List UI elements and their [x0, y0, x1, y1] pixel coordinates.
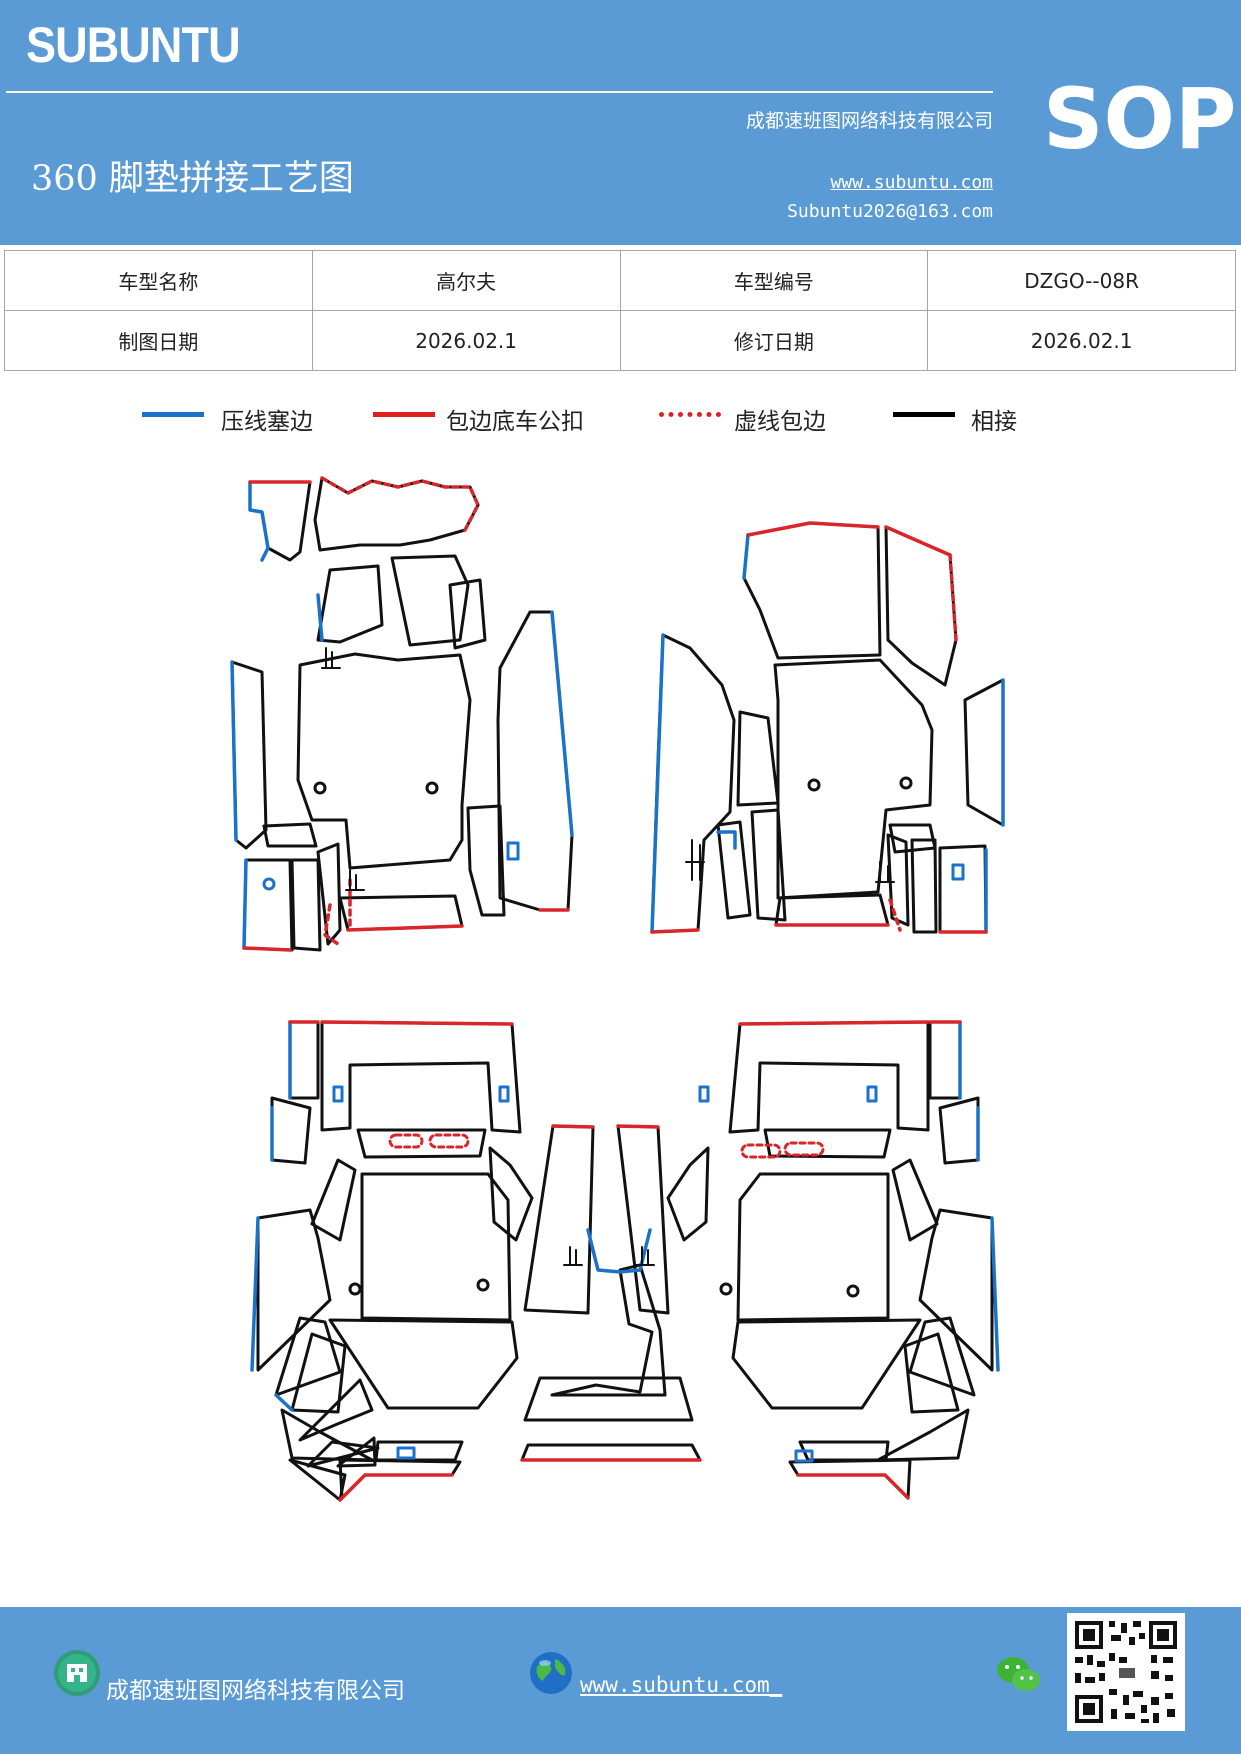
header-banner: SUBUNTU 成都速班图网络科技有限公司 360 脚垫拼接工艺图 www.su…	[0, 0, 1241, 245]
header-email[interactable]: Subuntu2026@163.com	[787, 201, 993, 222]
draw-date-label: 制图日期	[4, 310, 313, 371]
front-right-mats	[650, 521, 1005, 934]
footer-website-link[interactable]: www.subuntu.com_	[580, 1673, 783, 1697]
floor-mat-diagram	[230, 476, 1005, 1502]
sop-badge: SOP	[1043, 70, 1237, 168]
legend-label: 相接	[971, 409, 1017, 435]
rear-blue-edges	[250, 1020, 1000, 1412]
front-right-blue-edges	[650, 533, 1005, 934]
qr-code[interactable]	[1067, 1613, 1185, 1731]
front-right-red-edges	[650, 521, 988, 934]
rear-mats	[256, 1020, 994, 1502]
legend-label: 虚线包边	[734, 409, 826, 435]
front-left-dotted-edges	[320, 476, 480, 946]
front-left-blue-edges	[230, 480, 574, 950]
legend-black-swatch	[893, 412, 955, 417]
front-left-mats	[230, 476, 574, 952]
legend: 压线塞边 包边底车公扣 虚线包边 相接	[0, 398, 1241, 438]
front-right-dotted-edges	[888, 553, 958, 932]
brand-logo: SUBUNTU	[26, 17, 241, 73]
front-left-red-edges	[242, 480, 570, 952]
header-company: 成都速班图网络科技有限公司	[745, 110, 993, 132]
wechat-icon	[997, 1657, 1040, 1691]
table-row: 车型名称 高尔夫 车型编号 DZGO--08R	[4, 250, 1236, 311]
legend-blue-swatch	[142, 412, 204, 417]
page-title: 360 脚垫拼接工艺图	[31, 159, 354, 199]
legend-dotted-swatch	[659, 412, 721, 417]
model-code-value: DZGO--08R	[927, 250, 1236, 311]
rear-red-edges	[288, 1020, 962, 1502]
header-divider	[6, 91, 993, 93]
legend-red-swatch	[373, 412, 435, 417]
header-website-link[interactable]: www.subuntu.com	[830, 172, 993, 193]
draw-date-value: 2026.02.1	[311, 310, 621, 371]
model-name-value: 高尔夫	[311, 250, 621, 311]
revise-date-label: 修订日期	[619, 310, 929, 371]
model-name-label: 车型名称	[4, 250, 313, 311]
model-code-label: 车型编号	[619, 250, 929, 311]
footer-banner: 成都速班图网络科技有限公司 www.subuntu.com_	[0, 1607, 1241, 1754]
legend-label: 压线塞边	[221, 409, 313, 435]
info-table: 车型名称 高尔夫 车型编号 DZGO--08R 制图日期 2026.02.1 修…	[4, 250, 1236, 371]
rear-dotted-edges	[388, 1133, 825, 1159]
revise-date-value: 2026.02.1	[927, 310, 1236, 371]
globe-icon	[530, 1652, 572, 1694]
legend-label: 包边底车公扣	[446, 409, 584, 435]
table-row: 制图日期 2026.02.1 修订日期 2026.02.1	[4, 310, 1236, 371]
footer-company: 成都速班图网络科技有限公司	[106, 1678, 405, 1704]
connector-marks	[321, 647, 895, 1266]
company-icon	[54, 1650, 100, 1696]
